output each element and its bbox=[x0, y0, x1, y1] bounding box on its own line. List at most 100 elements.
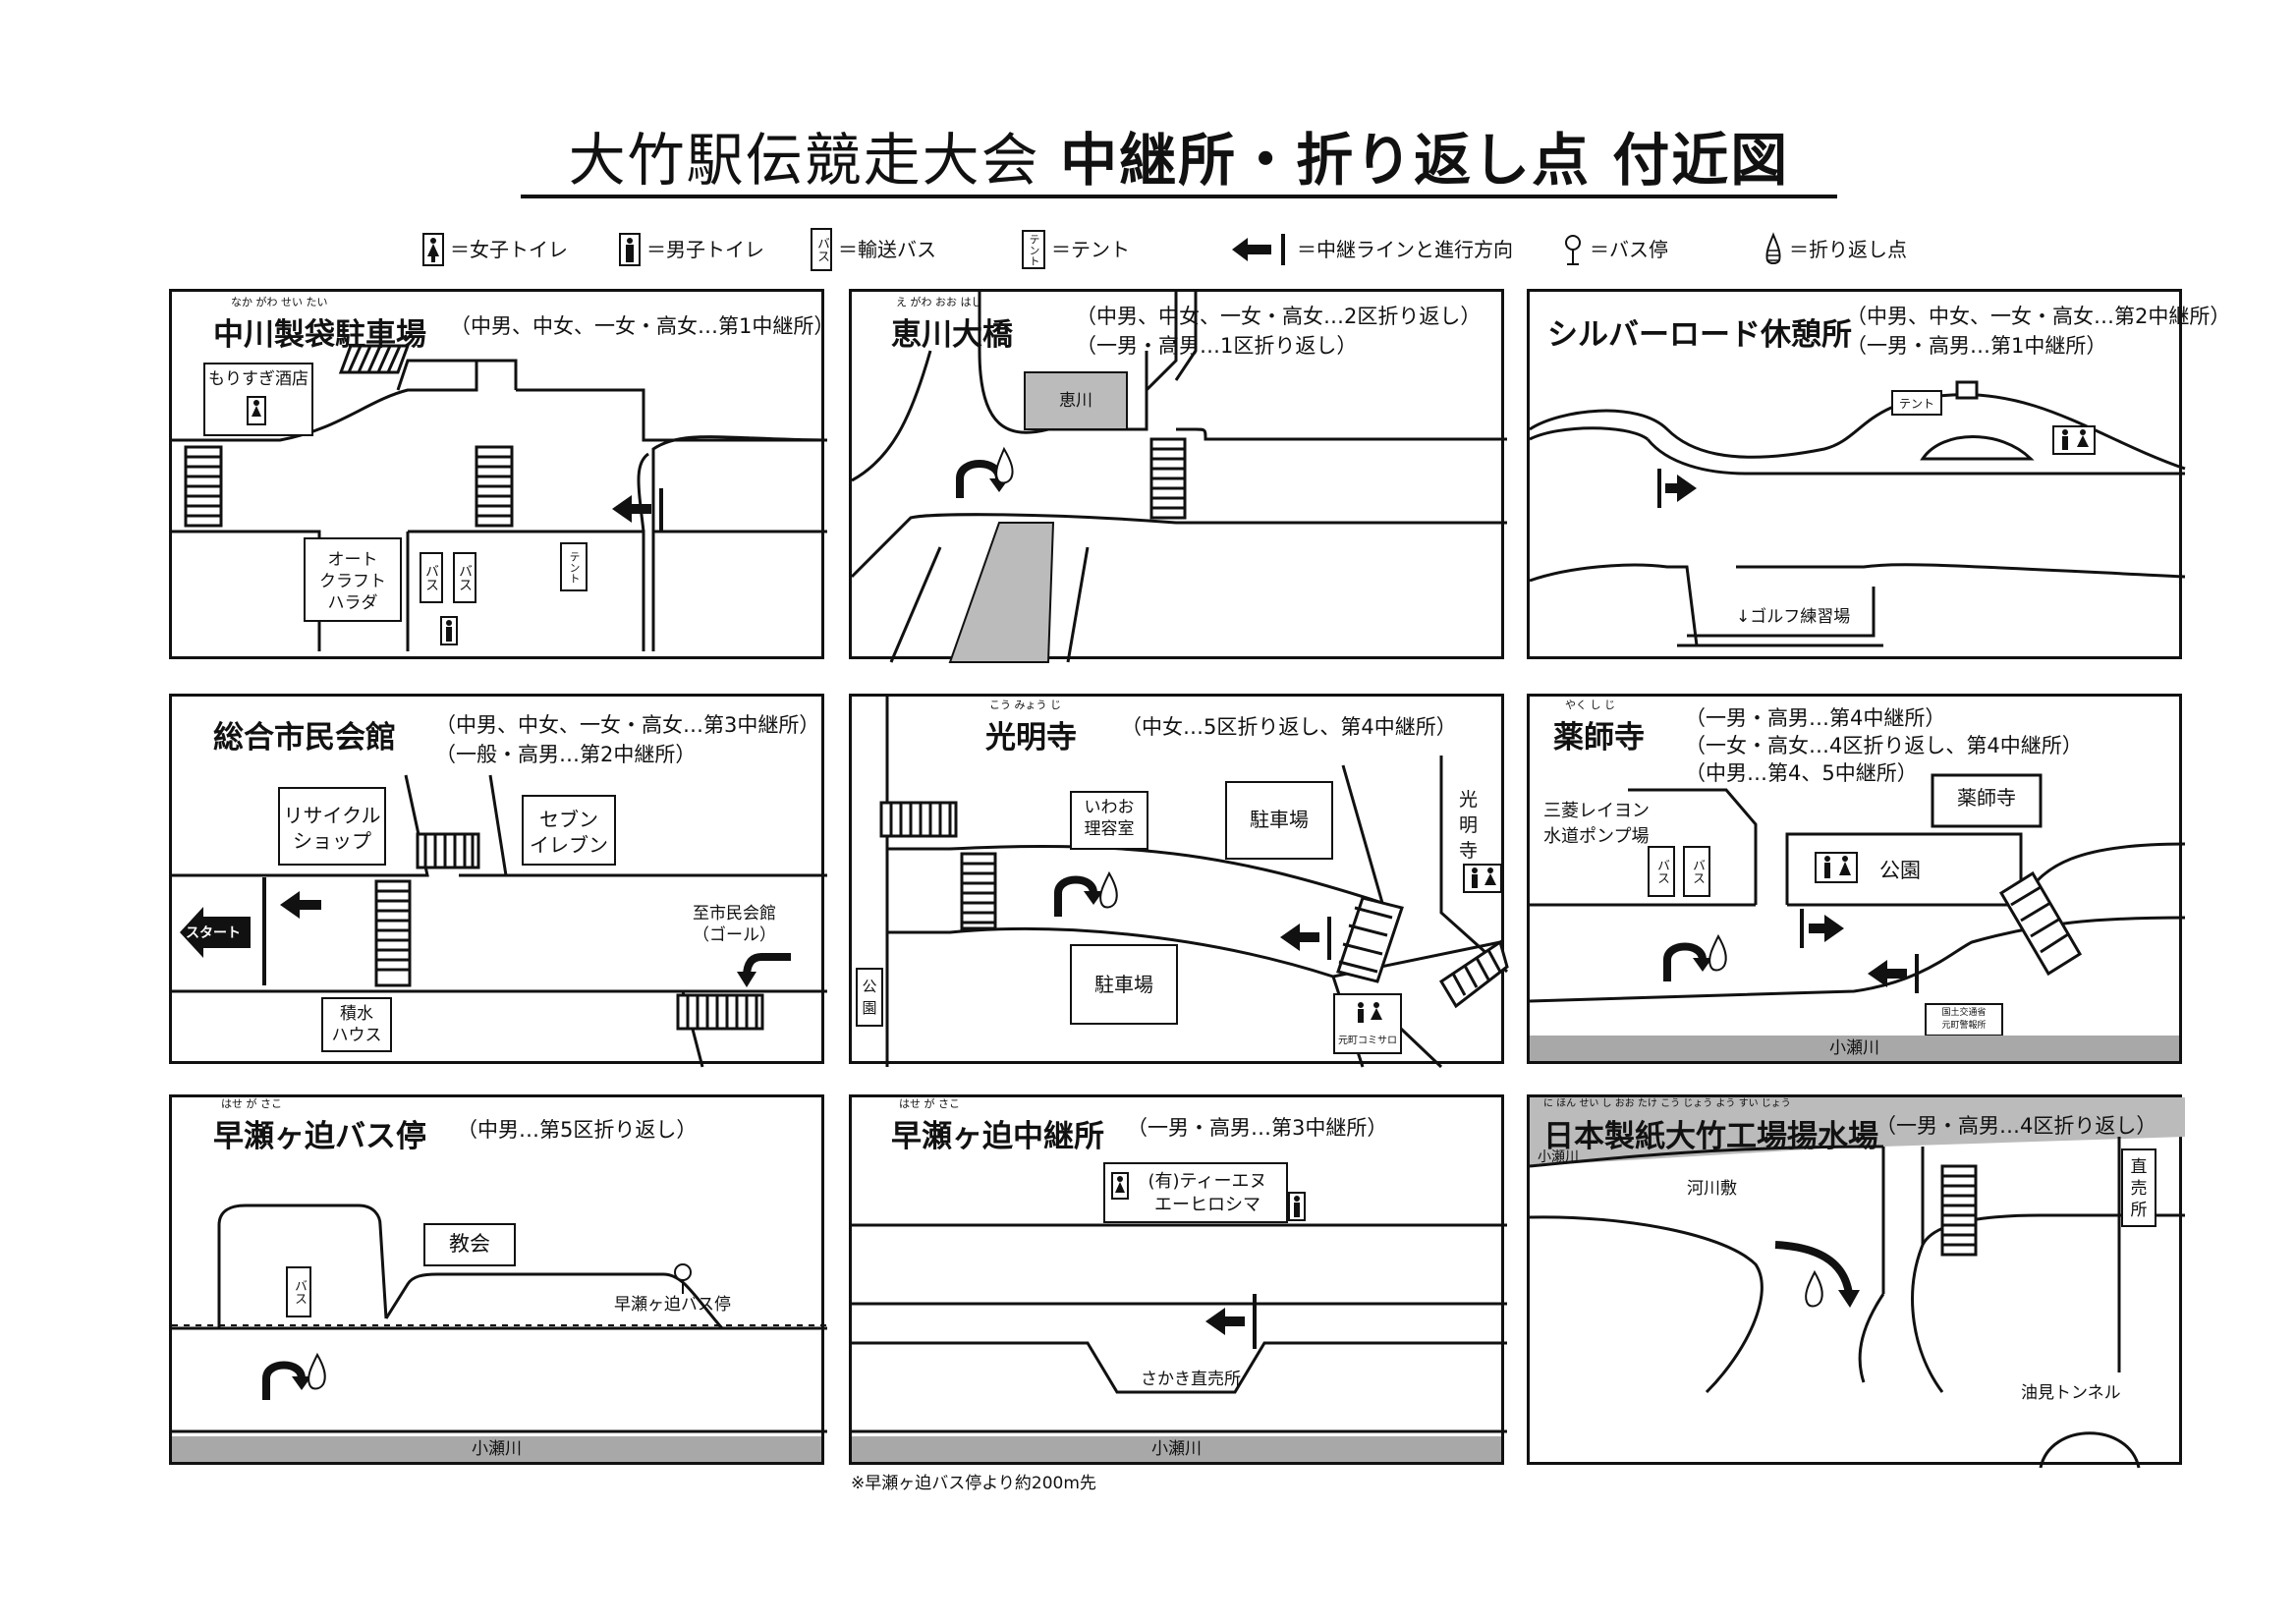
egawa-river-label: 恵川 bbox=[1059, 391, 1092, 411]
osegawa-river: 小瀬川 bbox=[852, 1436, 1501, 1462]
map-roads bbox=[1529, 380, 2186, 647]
iwao-label: いわお 理容室 bbox=[1084, 798, 1135, 839]
tien-label: (有)ティーエヌ エーヒロシマ bbox=[1148, 1171, 1267, 1215]
map-roads bbox=[1529, 1097, 2185, 1469]
legend-label: ＝折り返し点 bbox=[1789, 238, 1907, 261]
park: 公 園 bbox=[856, 968, 883, 1027]
footnote: ※早瀬ヶ迫バス停より約200m先 bbox=[851, 1474, 1096, 1493]
relay-line-arrow-icon bbox=[612, 488, 663, 532]
mens-toilet-icon bbox=[440, 616, 458, 645]
panel-title: 総合市民会館 bbox=[213, 720, 396, 756]
sekisui-house: 積水 ハウス bbox=[321, 997, 392, 1052]
panel-info: （中男、中女、一女・高女…2区折り返し） （一男・高男…1区折り返し） bbox=[1076, 305, 1482, 358]
mens-toilet-icon bbox=[1288, 1192, 1306, 1221]
legend-label: ＝中継ラインと進行方向 bbox=[1297, 238, 1513, 261]
panel-sogo-shimin-kaikan: 総合市民会館 （中男、中女、一女・高女…第3中継所） （一般・高男…第2中継所）… bbox=[169, 694, 827, 1068]
panel-egawa-ohashi: 恵川大橋 え がわ おお はし （中男、中女、一女・高女…2区折り返し） （一男… bbox=[849, 289, 1507, 663]
bus-stop-label: 早瀬ヶ迫バス停 bbox=[614, 1295, 731, 1315]
seven-eleven: セブン イレブン bbox=[522, 795, 616, 866]
panel-info: （一男・高男…4区折り返し） bbox=[1876, 1114, 2157, 1138]
church-label: 教会 bbox=[449, 1232, 490, 1256]
parking-lot-2: 駐車場 bbox=[1070, 944, 1178, 1025]
panel-info: （中男、中女、一女・高女…第2中継所） （一男・高男…第1中継所） bbox=[1846, 305, 2231, 358]
legend-mens-toilet: ＝男子トイレ bbox=[619, 228, 764, 271]
crosswalk bbox=[879, 801, 1509, 1009]
toilet-icon bbox=[2052, 425, 2096, 455]
title-ruby: はせ が さこ bbox=[221, 1097, 282, 1110]
chokubaisho-label: 直 売 所 bbox=[2130, 1157, 2148, 1220]
panel-title: 光明寺 bbox=[985, 720, 1077, 756]
crosswalk bbox=[1998, 870, 2083, 977]
community-salon: 元町コミサロ bbox=[1333, 993, 1402, 1054]
auto-craft-harada: オート クラフト ハラダ bbox=[304, 537, 402, 622]
start-label: スタート bbox=[186, 925, 241, 941]
panel-title: 薬師寺 bbox=[1553, 720, 1645, 756]
sake-shop-label: もりすぎ酒店 bbox=[208, 369, 308, 389]
panel-hasegasako-bus-stop: 早瀬ヶ迫バス停 はせ が さこ （中男…第5区折り返し） 教会 バス 早瀬ヶ迫バ… bbox=[169, 1094, 827, 1465]
seven-eleven-label: セブン イレブン bbox=[530, 808, 608, 857]
tent-icon: テント bbox=[1891, 390, 1942, 416]
community-label: 元町コミサロ bbox=[1338, 1036, 1397, 1046]
osegawa-river: 小瀬川 bbox=[172, 1436, 821, 1462]
panel-nakagawa-seitai: 中川製袋駐車場 なか がわ せい たい （中男、中女、一女・高女…第1中継所） … bbox=[169, 289, 834, 659]
legend-label: ＝女子トイレ bbox=[450, 238, 568, 261]
mitsubishi-label: 三菱レイヨン 水道ポンプ場 bbox=[1543, 801, 1650, 847]
legend-bus-stop: ＝バス停 bbox=[1562, 228, 1668, 271]
recycle-shop-label: リサイクル ショップ bbox=[283, 804, 381, 853]
sekisui-label: 積水 ハウス bbox=[331, 1004, 382, 1045]
title-ruby: に ほん せい し おお たけ こう じょう よう すい じょう bbox=[1543, 1098, 1791, 1109]
crosswalk bbox=[1149, 437, 1187, 520]
womens-toilet-icon bbox=[1111, 1172, 1129, 1200]
title-underline bbox=[521, 195, 1837, 198]
map-roads bbox=[852, 1223, 1507, 1433]
crosswalk-diagonal bbox=[338, 344, 411, 374]
panel-komyoji: 光明寺 こう みょう じ （中女…5区折り返し、第4中継所） いわお 理容室 駐… bbox=[849, 694, 1509, 1069]
mlit-office-label: 国土交通省 元町警報所 bbox=[1941, 1008, 1987, 1031]
relay-line-arrow-icon bbox=[1657, 469, 1697, 508]
mens-toilet-icon bbox=[619, 233, 641, 266]
legend-womens-toilet: ＝女子トイレ bbox=[422, 228, 568, 271]
panel-title: 早瀬ヶ迫バス停 bbox=[213, 1119, 426, 1154]
parking-label: 駐車場 bbox=[1250, 808, 1309, 831]
parking-lot: 駐車場 bbox=[1225, 781, 1333, 860]
bus-stop-icon bbox=[1565, 235, 1581, 265]
map-roads bbox=[172, 774, 827, 1068]
panel-info: （中男、中女、一女・高女…第1中継所） bbox=[450, 314, 835, 338]
u-turn-arrow-icon bbox=[262, 1361, 311, 1400]
crosswalk bbox=[374, 832, 764, 1031]
bus-icon: バス bbox=[811, 228, 832, 271]
legend-label: ＝男子トイレ bbox=[646, 238, 764, 261]
park-label: 公 園 bbox=[862, 978, 877, 1017]
u-turn-arrow-icon bbox=[1774, 1241, 1860, 1308]
map-roads bbox=[1529, 773, 2186, 1003]
legend-label: ＝テント bbox=[1051, 238, 1130, 261]
relay-line-arrow-icon bbox=[1280, 917, 1331, 960]
toilet-icon bbox=[1815, 852, 1858, 883]
panel-silver-road: シルバーロード休憩所 （中男、中女、一女・高女…第2中継所） （一男・高男…第1… bbox=[1527, 289, 2230, 659]
map-roads bbox=[879, 697, 1509, 1069]
relay-line-arrow-icon bbox=[1205, 1294, 1257, 1349]
panel-hasegasako-relay: 早瀬ヶ迫中継所 はせ が さこ （一男・高男…第3中継所） (有)ティーエヌ エ… bbox=[849, 1094, 1507, 1465]
tent-label: テント bbox=[1898, 397, 1934, 411]
panel-title: 早瀬ヶ迫中継所 bbox=[891, 1119, 1104, 1154]
river-top-label: 小瀬川 bbox=[1538, 1149, 1579, 1165]
panel-title: シルバーロード休憩所 bbox=[1547, 317, 1852, 353]
relay-line-arrow-icon bbox=[1800, 909, 1844, 948]
golf-range-label: ↓ゴルフ練習場 bbox=[1736, 607, 1851, 627]
sake-shop: もりすぎ酒店 bbox=[203, 363, 313, 436]
tunnel-label: 油見トンネル bbox=[2021, 1383, 2121, 1403]
map-roads bbox=[850, 292, 1507, 663]
panel-info: （中男…第5区折り返し） bbox=[457, 1118, 698, 1142]
relay-line-arrow-icon bbox=[280, 891, 321, 919]
panel-title: 日本製紙大竹工場揚水場 bbox=[1543, 1119, 1878, 1154]
chokubaisho: 直 売 所 bbox=[2121, 1148, 2156, 1227]
turnaround-point-icon bbox=[1765, 232, 1781, 264]
title-ruby: やく し じ bbox=[1565, 699, 1615, 711]
parking-label: 駐車場 bbox=[1094, 973, 1153, 996]
legend-label: ＝輸送バス bbox=[838, 238, 936, 261]
panel-nippon-paper: 日本製紙大竹工場揚水場 に ほん せい し おお たけ こう じょう よう すい… bbox=[1527, 1094, 2185, 1469]
u-turn-arrow-icon bbox=[1663, 942, 1712, 981]
panel-info: （一男・高男…第4中継所） （一女・高女…4区折り返し、第4中継所） （中男…第… bbox=[1685, 706, 2083, 785]
start-arrow-icon bbox=[180, 907, 251, 958]
panel-yakushiji: 薬師寺 やく し じ （一男・高男…第4中継所） （一女・高女…4区折り返し、第… bbox=[1527, 694, 2186, 1064]
